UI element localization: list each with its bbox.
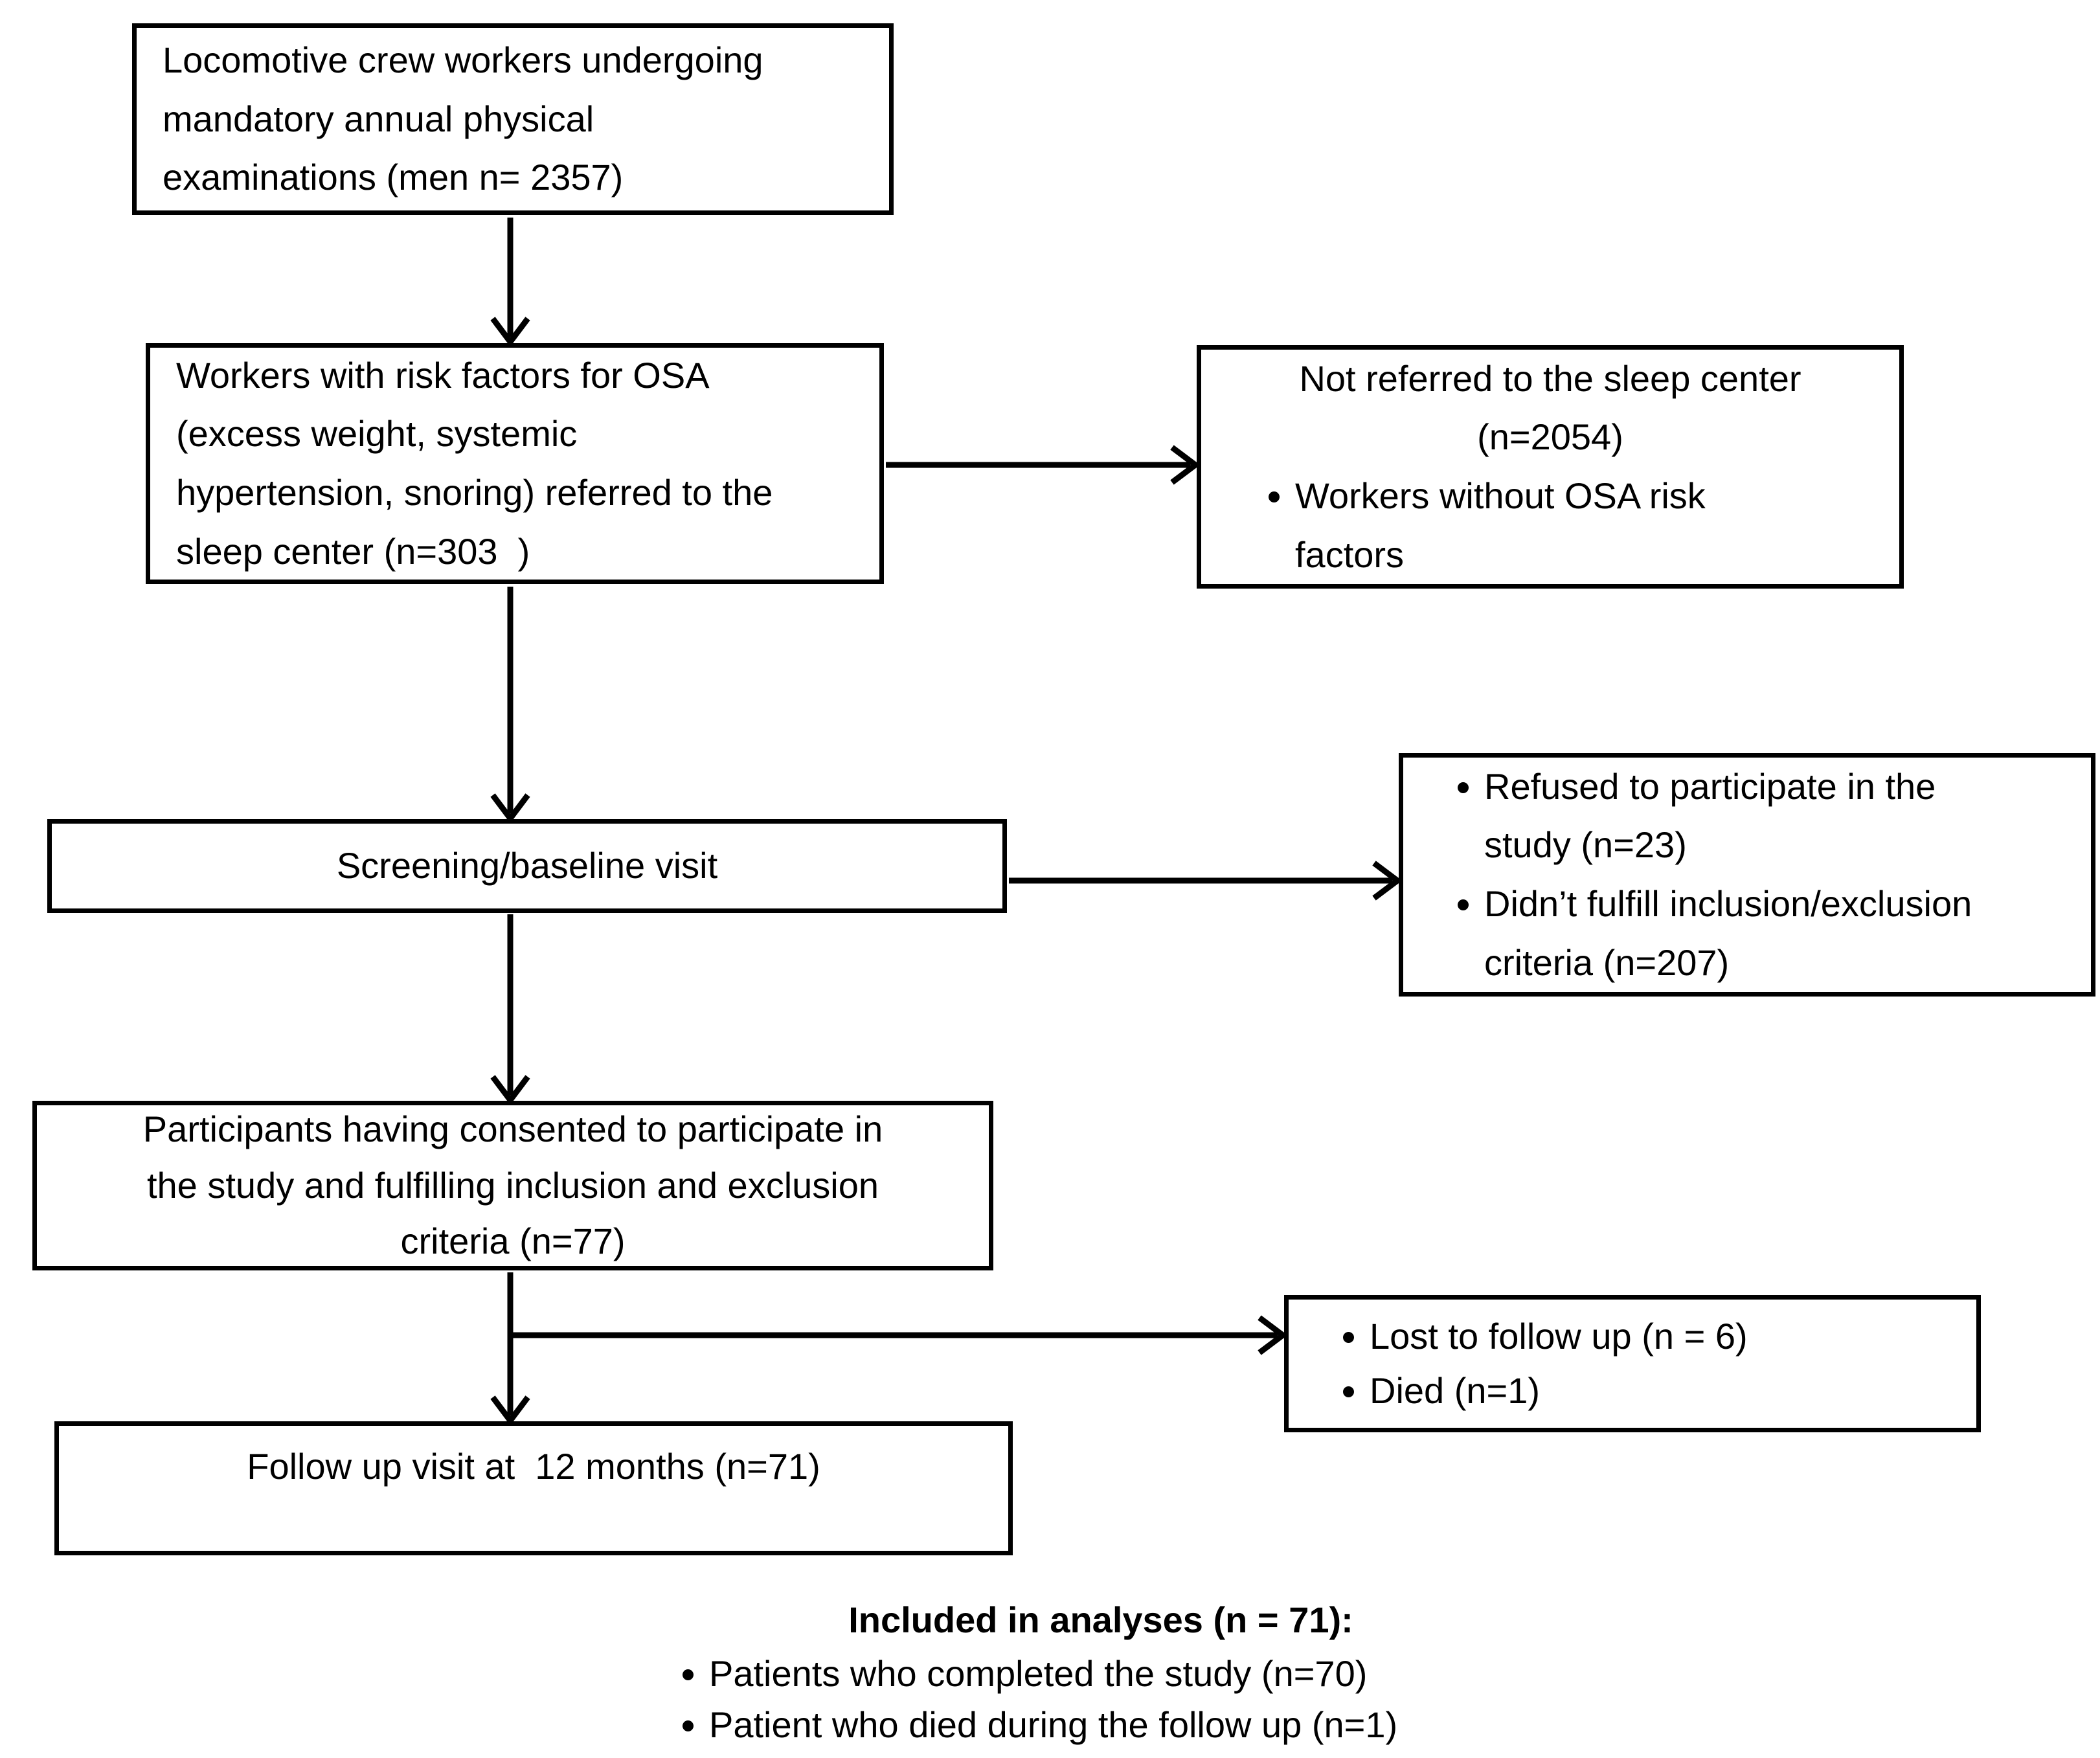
box-consented-participants-text: Participants having consented to partici… [142, 1108, 883, 1262]
box-followup-visit-text: Follow up visit at 12 months (n=71) [247, 1446, 820, 1487]
bullet-item: Refused to participate in the study (n=2… [1484, 758, 2072, 875]
arrow-eligible-to-riskfactors [490, 218, 530, 347]
box-refused-exclusions-list: Refused to participate in the study (n=2… [1403, 758, 2091, 993]
footer-list: Patients who completed the study (n=70) … [583, 1651, 1619, 1749]
bullet-item: Didn’t fulfill inclusion/exclusion crite… [1484, 875, 2072, 992]
box-followup-visit: Follow up visit at 12 months (n=71) [54, 1421, 1013, 1555]
arrow-screening-to-refused [1009, 861, 1403, 901]
box-lost-followup-list: Lost to follow up (n = 6) Died (n=1) [1289, 1309, 1976, 1418]
box-lost-followup: Lost to follow up (n = 6) Died (n=1) [1284, 1295, 1981, 1432]
box-not-referred: Not referred to the sleep center (n=2054… [1197, 345, 1904, 589]
arrow-participants-to-followup [490, 1272, 530, 1426]
arrow-riskfactors-to-notreferred [886, 445, 1201, 485]
arrow-riskfactors-to-screening [490, 587, 530, 824]
box-eligible-workers: Locomotive crew workers undergoing manda… [132, 23, 894, 215]
box-eligible-workers-text: Locomotive crew workers undergoing manda… [163, 39, 763, 198]
arrow-screening-to-participants [490, 914, 530, 1105]
box-screening-visit-text: Screening/baseline visit [336, 845, 718, 886]
box-risk-factors: Workers with risk factors for OSA (exces… [146, 343, 884, 584]
bullet-item: Died (n=1) [1370, 1364, 1957, 1418]
bullet-item: Patient who died during the follow up (n… [709, 1702, 1619, 1749]
box-consented-participants: Participants having consented to partici… [32, 1101, 993, 1270]
bullet-item: Lost to follow up (n = 6) [1370, 1309, 1957, 1364]
footer-title: Included in analyses (n = 71): [848, 1599, 1353, 1640]
box-refused-exclusions: Refused to participate in the study (n=2… [1399, 753, 2095, 997]
bullet-item: Patients who completed the study (n=70) [709, 1651, 1619, 1698]
box-not-referred-title: Not referred to the sleep center (n=2054… [1299, 357, 1801, 458]
footer-included-analyses: Included in analyses (n = 71): Patients … [583, 1597, 1619, 1752]
box-not-referred-list: Workers without OSA risk factors [1214, 467, 1886, 584]
box-screening-visit: Screening/baseline visit [47, 819, 1007, 913]
arrow-participants-to-lost [510, 1315, 1288, 1355]
box-risk-factors-text: Workers with risk factors for OSA (exces… [176, 354, 773, 572]
bullet-item: Workers without OSA risk factors [1295, 467, 1867, 584]
